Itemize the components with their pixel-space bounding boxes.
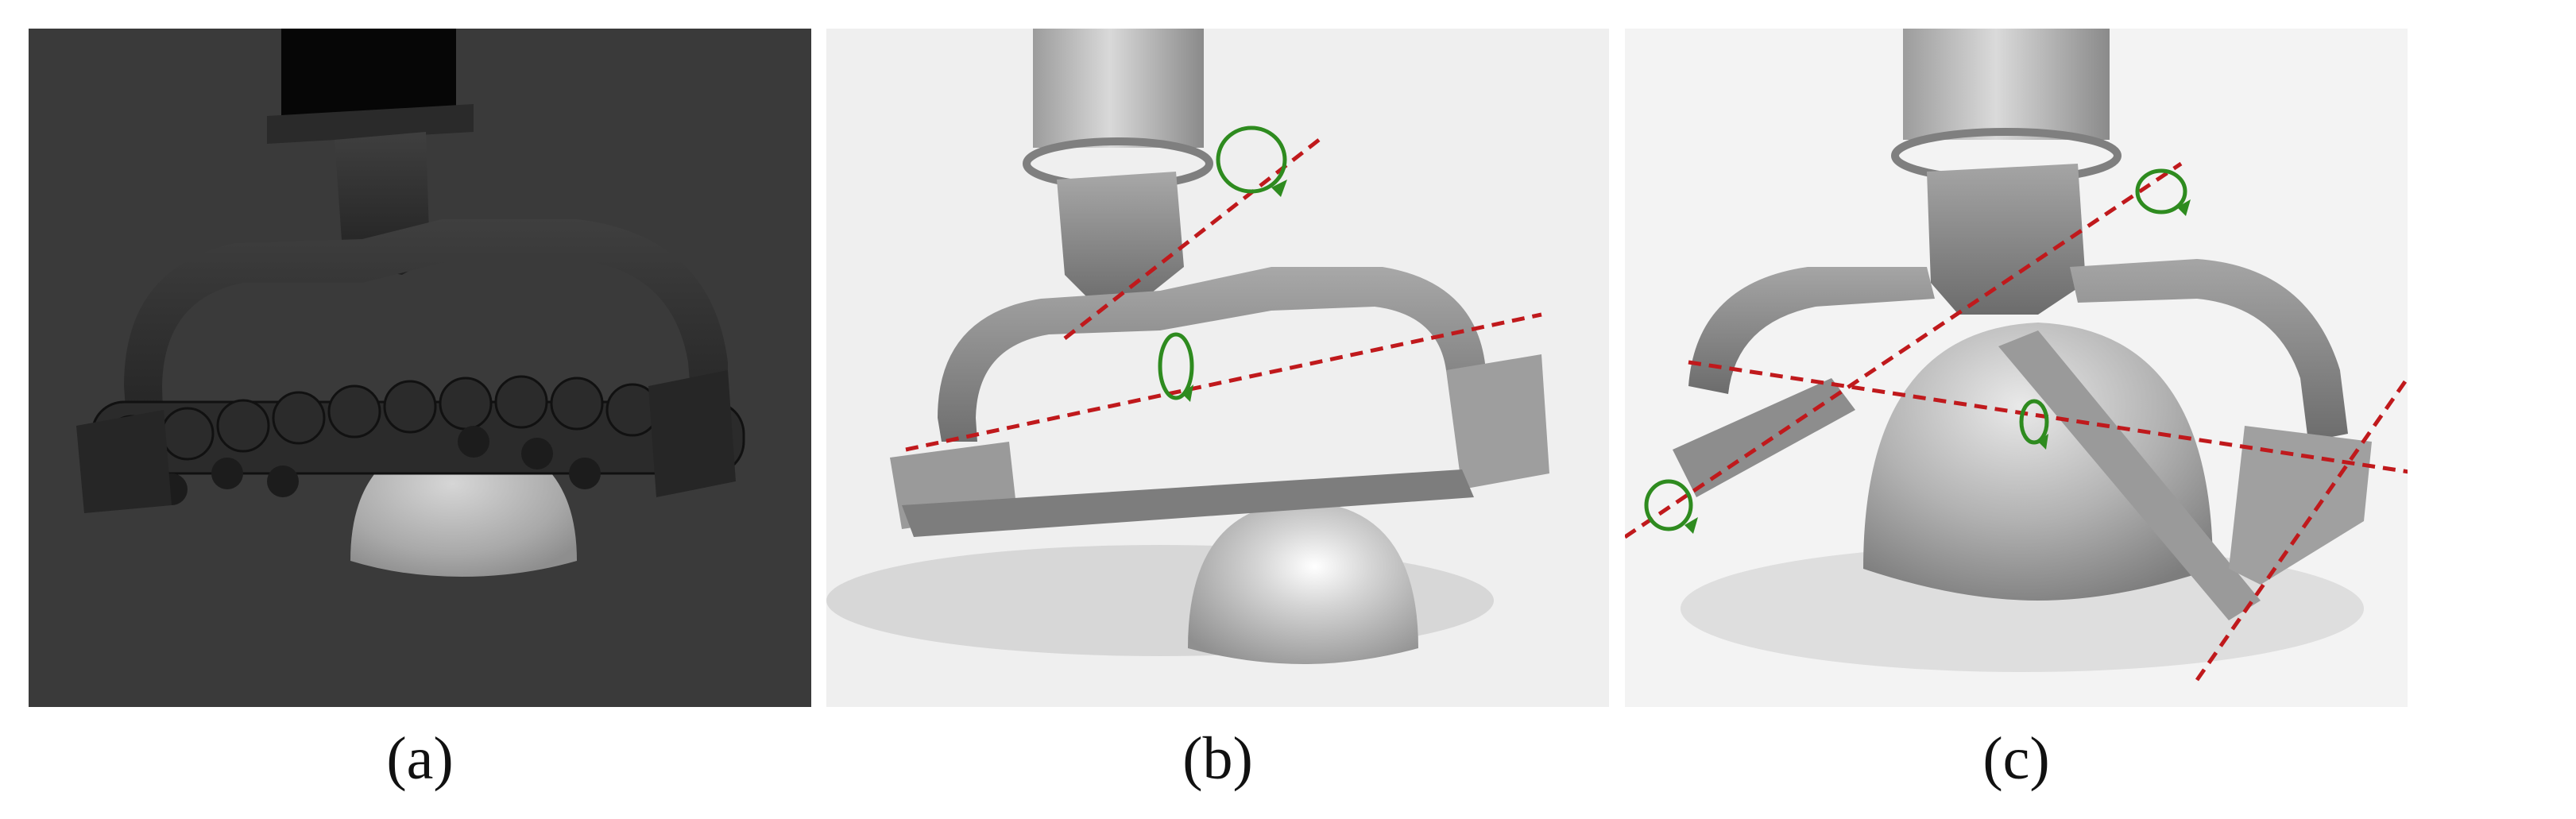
finger-center xyxy=(1998,330,2261,620)
rotation-axis-1 xyxy=(1063,138,1321,340)
panel-a xyxy=(29,29,811,707)
wrist-bracket xyxy=(1057,172,1184,299)
rotation-arrow-3 xyxy=(1644,479,1693,531)
rotation-arrow-2 xyxy=(2019,399,2049,445)
roller-chain xyxy=(91,375,745,475)
rotation-axis-1 xyxy=(1625,161,2183,539)
gripper-frame-right xyxy=(2070,259,2348,442)
rotation-axis-2 xyxy=(905,312,1542,452)
panel-b xyxy=(826,29,1609,707)
caption-a: (a) xyxy=(386,725,454,792)
robot-arm-column xyxy=(1033,29,1204,148)
rotation-arrow-1 xyxy=(1216,126,1287,194)
hemisphere-object xyxy=(1863,323,2213,601)
left-side-plate xyxy=(76,410,172,513)
caption-b: (b) xyxy=(1182,725,1253,792)
gripper-frame xyxy=(938,267,1494,442)
gripper-frame-left xyxy=(1688,267,1935,394)
finger-left xyxy=(1673,378,1855,497)
finger-right xyxy=(2229,426,2372,585)
gripper-pad xyxy=(902,469,1474,537)
hemisphere-object xyxy=(1188,501,1418,664)
caption-c: (c) xyxy=(1982,725,2050,792)
panel-c xyxy=(1625,29,2408,707)
right-side-plate xyxy=(648,370,736,497)
panel-a-render xyxy=(76,29,745,577)
panel-c-render xyxy=(1625,29,2408,682)
right-finger xyxy=(1446,354,1549,489)
gripper-frame xyxy=(124,219,728,458)
rotation-arrow-2 xyxy=(1158,332,1194,400)
wrist-bracket xyxy=(1927,164,2086,315)
robot-arm-column xyxy=(1903,29,2110,140)
rotation-arrow-1 xyxy=(2135,168,2187,214)
panel-b-render xyxy=(826,29,1549,664)
